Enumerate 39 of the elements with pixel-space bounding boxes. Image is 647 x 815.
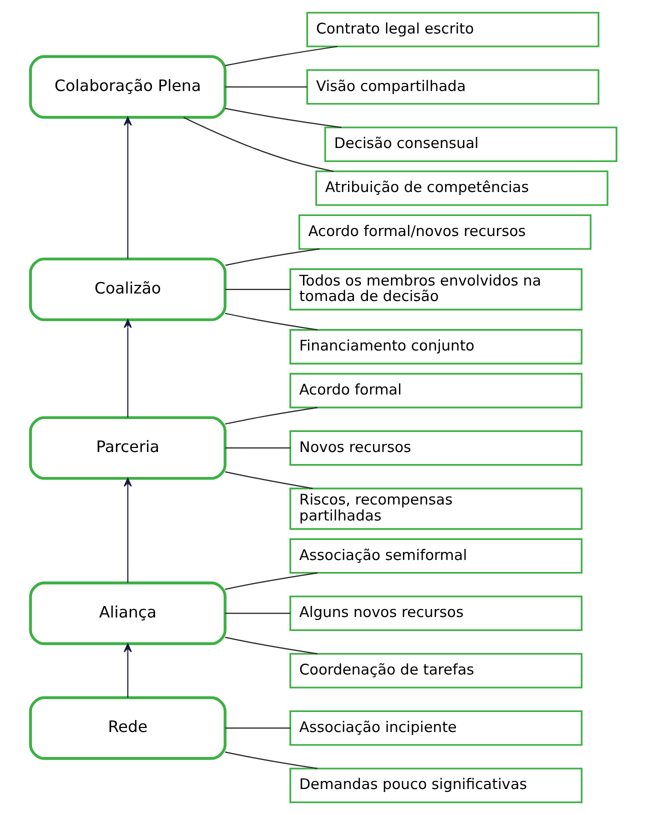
connector bbox=[224, 312, 318, 330]
node-box: Financiamento conjunto bbox=[289, 329, 582, 364]
connector bbox=[225, 728, 290, 729]
connector bbox=[225, 447, 290, 449]
connector bbox=[224, 751, 318, 770]
node-box: Coalizão bbox=[29, 258, 226, 322]
connector bbox=[224, 636, 318, 654]
node-box: Riscos, recompensas partilhadas bbox=[289, 488, 582, 530]
arrow bbox=[124, 643, 132, 698]
arrow bbox=[124, 116, 132, 259]
node-box: Colaboração Plena bbox=[29, 55, 226, 119]
connector bbox=[224, 572, 318, 590]
connector bbox=[225, 86, 308, 88]
node-box: Visão compartilhada bbox=[306, 69, 600, 105]
node-box: Aliança bbox=[29, 582, 226, 646]
node-box: Contrato legal escrito bbox=[306, 12, 600, 48]
connector bbox=[225, 46, 338, 66]
connector bbox=[224, 407, 318, 425]
node-box: Decisão consensual bbox=[324, 126, 618, 162]
connector bbox=[225, 288, 290, 290]
arrow bbox=[124, 478, 132, 583]
node-box: Associação semiformal bbox=[289, 538, 582, 574]
node-box: Novos recursos bbox=[289, 430, 582, 466]
node-box: Parceria bbox=[29, 416, 226, 480]
node-box: Alguns novos recursos bbox=[289, 596, 582, 632]
node-box: Rede bbox=[29, 696, 226, 760]
connector bbox=[225, 108, 342, 128]
connector bbox=[184, 116, 334, 172]
node-box: Atribuição de competências bbox=[315, 170, 608, 206]
node-box: Coordenação de tarefas bbox=[289, 652, 582, 688]
node-box: Acordo formal/novos recursos bbox=[298, 214, 592, 250]
node-box: Todos os membros envolvidos na tomada de decisão bbox=[289, 268, 582, 310]
connector bbox=[225, 471, 313, 489]
node-box: Acordo formal bbox=[289, 372, 582, 408]
connector bbox=[225, 248, 320, 266]
arrow bbox=[124, 319, 132, 418]
connector bbox=[225, 612, 290, 614]
node-box: Demandas pouco significativas bbox=[289, 768, 582, 804]
node-box: Associação incipiente bbox=[289, 710, 582, 746]
